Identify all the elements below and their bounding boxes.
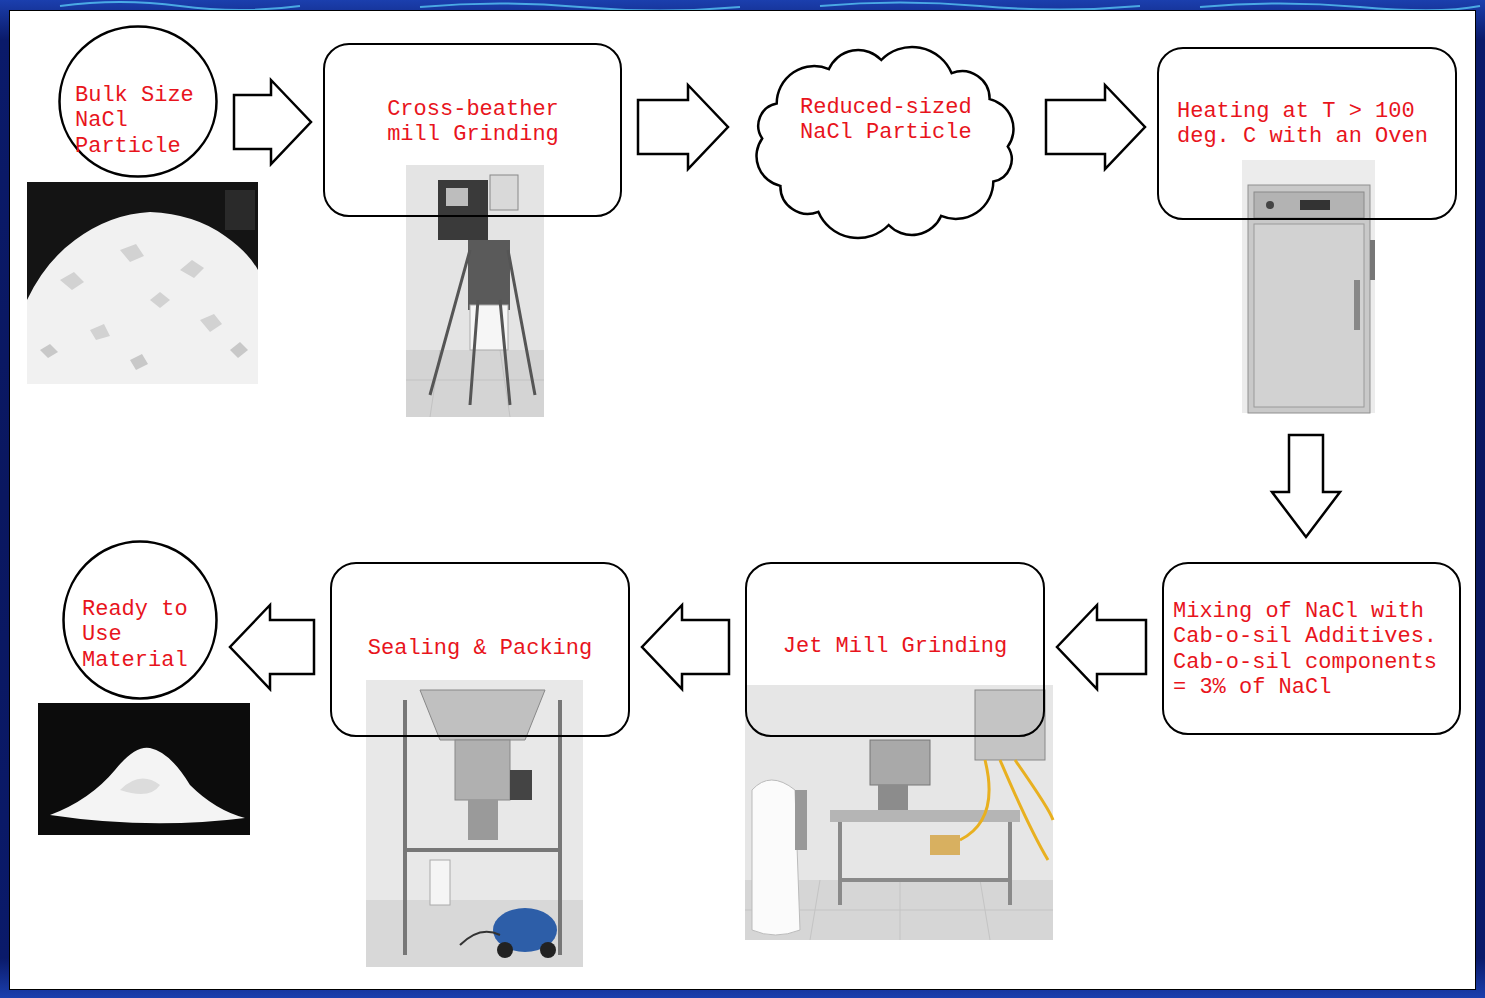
- mill-photo-part: [406, 350, 544, 417]
- node-label: Cross-beather mill Grinding: [373, 97, 573, 148]
- mill-photo-part: [438, 180, 488, 240]
- block-arrow: [230, 605, 314, 689]
- text-block: Mixing of NaCl with Cab-o-sil Additives.…: [1173, 599, 1453, 700]
- powder-photo: [38, 703, 250, 835]
- oven-photo: [1242, 160, 1375, 413]
- jet-mill-photo-part: [878, 785, 908, 810]
- node-label: Sealing & Packing: [352, 636, 608, 661]
- jet-mill-photo-part: [975, 690, 1045, 760]
- packing-photo-part: [540, 942, 556, 958]
- start-ellipse: Bulk Size NaCl Particle: [58, 25, 218, 178]
- packing-photo-part: [430, 860, 450, 905]
- result-cloud: Reduced-sized NaCl Particle: [740, 40, 1030, 245]
- packing-photo-part: [455, 740, 510, 800]
- node-label: Heating at T > 100 deg. C with an Oven: [1177, 99, 1442, 150]
- jet-mill-photo-part: [752, 780, 800, 935]
- process-box: Sealing & Packing: [330, 562, 630, 737]
- block-arrow: [1272, 435, 1340, 537]
- oven-photo-part: [1300, 200, 1330, 210]
- text-block: Bulk Size NaCl Particle: [75, 83, 200, 159]
- block-arrow: [642, 605, 729, 689]
- packing-photo-part: [497, 942, 513, 958]
- oven-photo-part: [1266, 201, 1274, 209]
- text-block: Ready to Use Material: [82, 597, 194, 673]
- oven-photo-part: [1242, 160, 1375, 413]
- jet-mill-photo-part: [870, 740, 930, 785]
- mill-photo-part: [406, 165, 544, 417]
- packing-photo-part: [420, 690, 545, 740]
- block-arrow: [1046, 85, 1145, 169]
- text-block: Heating at T > 100 deg. C with an Oven: [1177, 99, 1442, 150]
- packing-photo-part: [460, 932, 500, 945]
- process-box: Cross-beather mill Grinding: [323, 43, 622, 217]
- packing-photo-part: [468, 800, 498, 840]
- mill-photo-part: [446, 188, 468, 206]
- salt-photo-part: [27, 182, 258, 384]
- oven-photo-part: [1254, 224, 1364, 407]
- ellipse-shape: [60, 27, 217, 177]
- node-label: Reduced-sized NaCl Particle: [800, 95, 980, 146]
- glow-line: [820, 3, 1140, 10]
- jet-mill-photo-part: [795, 790, 807, 850]
- oven-photo-part: [1370, 240, 1375, 280]
- text-block: Cross-beather mill Grinding: [373, 97, 573, 148]
- mill-photo-part: [490, 175, 518, 210]
- node-label: Jet Mill Grinding: [767, 634, 1023, 659]
- text-block: Reduced-sized NaCl Particle: [800, 95, 980, 146]
- mill-photo: [406, 165, 544, 417]
- jet-mill-photo-part: [745, 685, 1053, 940]
- jet-mill-photo: [745, 685, 1053, 940]
- node-label: Bulk Size NaCl Particle: [75, 83, 200, 159]
- packing-photo-part: [366, 680, 583, 967]
- mill-photo-part: [406, 350, 544, 417]
- process-box: Mixing of NaCl with Cab-o-sil Additives.…: [1162, 562, 1461, 735]
- node-label: Ready to Use Material: [82, 597, 194, 673]
- glow-line: [60, 2, 300, 10]
- jet-mill-photo-part: [830, 810, 1020, 822]
- text-block: Jet Mill Grinding: [767, 634, 1023, 659]
- white-panel: [9, 10, 1476, 990]
- packing-photo: [366, 680, 583, 967]
- packing-photo-part: [405, 700, 560, 955]
- node-label: Mixing of NaCl with Cab-o-sil Additives.…: [1173, 599, 1453, 700]
- ellipse-shape: [64, 542, 217, 699]
- jet-mill-photo-part: [930, 835, 960, 855]
- salt-photo-part: [60, 244, 222, 340]
- packing-photo-part: [366, 900, 583, 967]
- block-arrow: [638, 85, 728, 169]
- salt-photo-part: [27, 212, 258, 384]
- process-box: Jet Mill Grinding: [745, 562, 1045, 737]
- salt-photo: [27, 182, 258, 384]
- powder-photo-part: [120, 779, 160, 794]
- jet-mill-photo-part: [960, 760, 1053, 860]
- powder-photo-part: [50, 748, 245, 824]
- powder-photo-part: [38, 703, 250, 835]
- oven-photo-part: [1254, 192, 1364, 218]
- cloud-shape: [757, 47, 1014, 238]
- packing-photo-part: [510, 770, 532, 800]
- salt-photo-part: [225, 190, 255, 230]
- end-ellipse: Ready to Use Material: [62, 540, 218, 700]
- block-arrow: [1057, 605, 1146, 689]
- process-box: Heating at T > 100 deg. C with an Oven: [1157, 47, 1457, 220]
- mill-photo-part: [468, 240, 510, 310]
- text-block: Sealing & Packing: [352, 636, 608, 661]
- jet-mill-photo-part: [840, 822, 1010, 905]
- mill-photo-part: [430, 250, 535, 405]
- oven-photo-part: [1354, 280, 1360, 330]
- salt-photo-part: [40, 342, 248, 370]
- block-arrow: [234, 80, 311, 164]
